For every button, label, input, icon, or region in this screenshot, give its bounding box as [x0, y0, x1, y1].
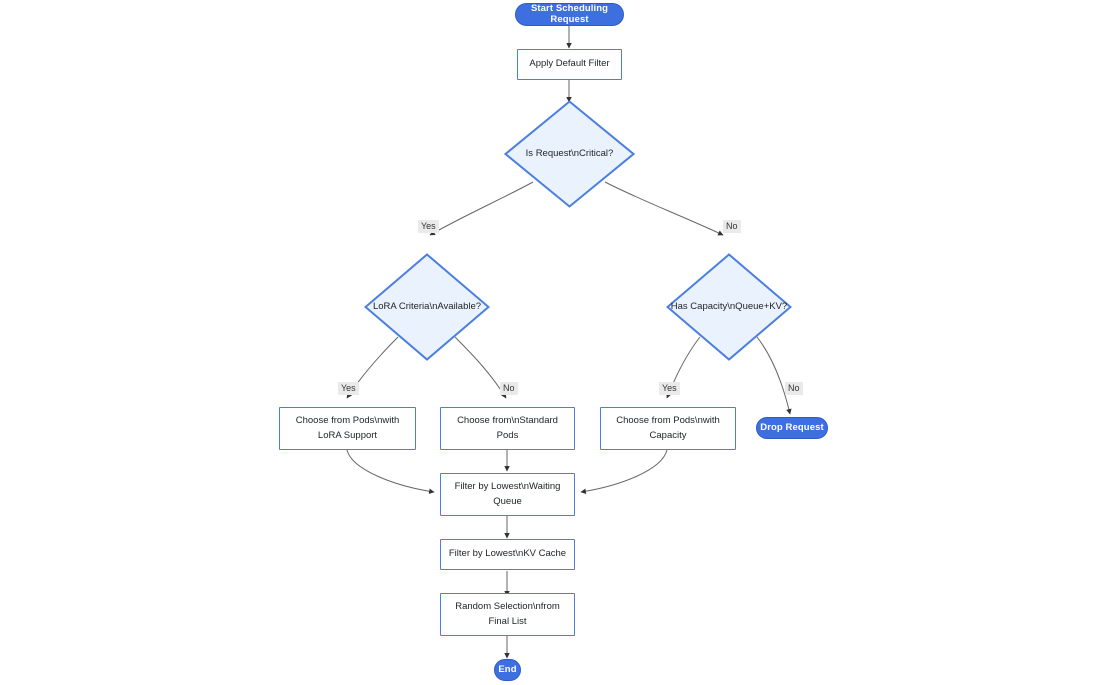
- edge-label-lora-yes-text: Yes: [341, 382, 356, 393]
- node-choose-standard-pods-label: Choose from\nStandard Pods: [457, 414, 558, 441]
- edge-label-capacity-no-text: No: [788, 382, 800, 393]
- edge-label-critical-no-text: No: [726, 220, 738, 231]
- node-choose-lora-pods-label: Choose from Pods\nwith LoRA Support: [295, 414, 400, 441]
- diamond-shape-has-capacity: [666, 253, 792, 361]
- node-apply-default-filter-label: Apply Default Filter: [529, 58, 610, 70]
- node-is-request-critical-label: Is Request\nCritical?: [525, 147, 614, 159]
- edge-label-lora-yes: Yes: [338, 382, 359, 395]
- node-start[interactable]: Start Scheduling Request: [515, 3, 624, 26]
- node-filter-waiting-queue-label: Filter by Lowest\nWaiting Queue: [454, 480, 561, 507]
- edge-choose-capacity-pods-to-filter-waiting-queue: [580, 449, 668, 494]
- node-lora-criteria-available-label: LoRA Criteria\nAvailable?: [372, 300, 482, 312]
- node-drop-request-label: Drop Request: [760, 421, 824, 433]
- diamond-shape-is-request-critical: [504, 100, 635, 208]
- edge-label-critical-yes: Yes: [418, 220, 439, 233]
- edge-label-lora-no-text: No: [503, 382, 515, 393]
- node-lora-criteria-available[interactable]: LoRA Criteria\nAvailable?: [364, 253, 490, 361]
- edge-label-capacity-yes-text: Yes: [662, 382, 677, 393]
- edge-label-critical-yes-text: Yes: [421, 220, 436, 231]
- node-choose-capacity-pods-label: Choose from Pods\nwith Capacity: [616, 414, 720, 441]
- node-has-capacity[interactable]: Has Capacity\nQueue+KV?: [666, 253, 792, 361]
- node-has-capacity-label: Has Capacity\nQueue+KV?: [670, 300, 788, 312]
- node-end-label: End: [498, 663, 517, 675]
- edge-label-capacity-yes: Yes: [659, 382, 680, 395]
- node-apply-default-filter[interactable]: Apply Default Filter: [517, 49, 622, 80]
- node-random-selection-label: Random Selection\nfrom Final List: [455, 600, 560, 627]
- node-random-selection[interactable]: Random Selection\nfrom Final List: [440, 593, 575, 636]
- edge-label-critical-no: No: [723, 220, 741, 233]
- node-is-request-critical[interactable]: Is Request\nCritical?: [504, 100, 635, 208]
- edge-choose-lora-pods-to-filter-waiting-queue: [346, 449, 435, 494]
- node-choose-lora-pods[interactable]: Choose from Pods\nwith LoRA Support: [279, 407, 416, 450]
- node-end[interactable]: End: [494, 659, 521, 681]
- node-choose-standard-pods[interactable]: Choose from\nStandard Pods: [440, 407, 575, 450]
- diamond-shape-lora-criteria-available: [364, 253, 490, 361]
- node-start-label: Start Scheduling Request: [530, 2, 609, 25]
- node-drop-request[interactable]: Drop Request: [756, 417, 828, 439]
- node-filter-kv-cache-label: Filter by Lowest\nKV Cache: [448, 548, 567, 560]
- node-filter-waiting-queue[interactable]: Filter by Lowest\nWaiting Queue: [440, 473, 575, 516]
- node-choose-capacity-pods[interactable]: Choose from Pods\nwith Capacity: [600, 407, 736, 450]
- edge-label-lora-no: No: [500, 382, 518, 395]
- node-filter-kv-cache[interactable]: Filter by Lowest\nKV Cache: [440, 539, 575, 570]
- edge-label-capacity-no: No: [785, 382, 803, 395]
